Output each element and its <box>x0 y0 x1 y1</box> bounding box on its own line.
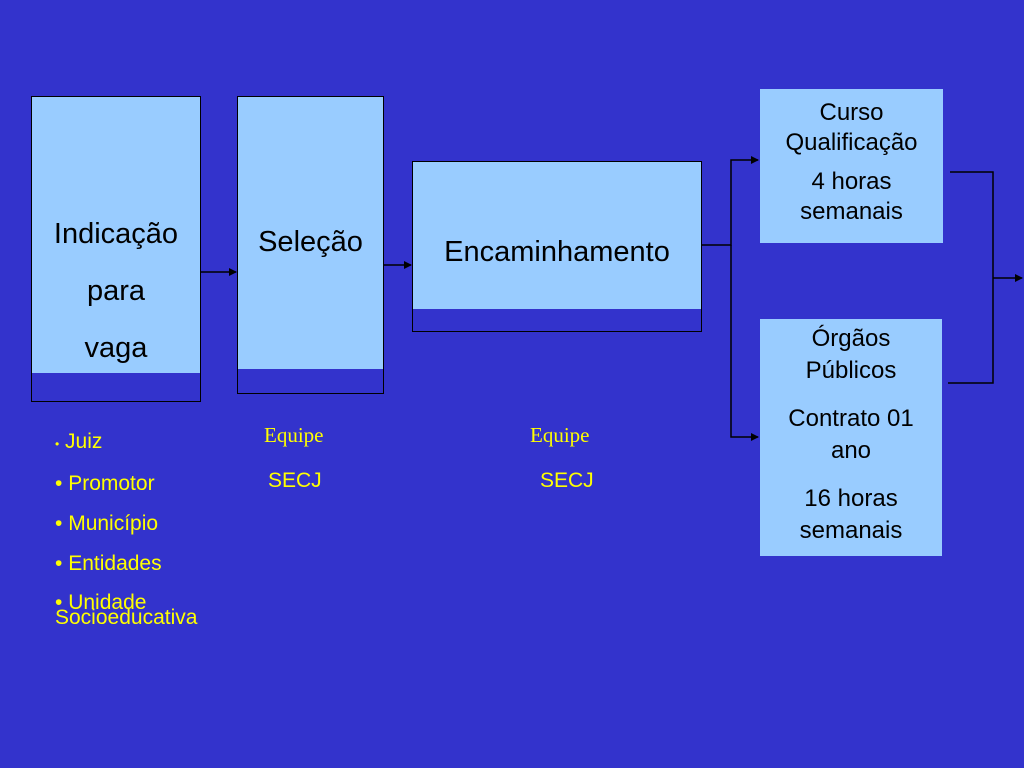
orgaos-line3: Contrato 01 <box>788 405 914 432</box>
list-item-continuation: Socioeducativa <box>55 606 198 629</box>
curso-box: Curso Qualificação 4 horas semanais <box>760 89 943 243</box>
curso-line1: Curso <box>819 99 884 126</box>
selecao-frame <box>237 96 384 394</box>
indicacao-box: Indicação para vaga <box>32 97 200 373</box>
encaminhamento-team-line1: Equipe <box>530 423 590 447</box>
branch-line <box>701 156 759 246</box>
selecao-team-line1: Equipe <box>264 423 324 447</box>
orgaos-line5: 16 horas <box>804 485 898 512</box>
list-item: • Juiz <box>55 430 103 453</box>
orgaos-line2: Públicos <box>805 357 897 384</box>
selecao-box: Seleção <box>238 97 383 369</box>
list-item: • Entidades <box>55 552 162 575</box>
branch-line-lower <box>730 245 759 441</box>
curso-line4: semanais <box>800 198 903 225</box>
selecao-team-line2: SECJ <box>268 469 322 492</box>
curso-line3: 4 horas <box>811 168 892 195</box>
encaminhamento-label: Encaminhamento <box>444 236 670 268</box>
indicacao-list: • Juiz • Promotor • Município • Entidade… <box>55 422 162 616</box>
merge-line <box>948 171 994 384</box>
indicacao-frame <box>31 96 201 402</box>
indicacao-line3: vaga <box>84 332 148 364</box>
orgaos-line4: ano <box>830 437 872 464</box>
orgaos-line6: semanais <box>799 517 903 544</box>
list-item: • Município <box>55 512 159 535</box>
curso-line2: Qualificação <box>785 129 918 156</box>
list-item: • Promotor <box>55 472 155 495</box>
indicacao-line1: Indicação <box>53 218 179 250</box>
encaminhamento-frame <box>412 161 702 332</box>
encaminhamento-box: Encaminhamento <box>413 162 701 309</box>
indicacao-line2: para <box>86 275 146 307</box>
selecao-label: Seleção <box>258 226 363 258</box>
orgaos-line1: Órgãos <box>811 325 891 352</box>
orgaos-box: Órgãos Públicos Contrato 01 ano 16 horas… <box>760 319 942 556</box>
list-item: • Unidade <box>55 591 147 614</box>
encaminhamento-team-line2: SECJ <box>540 469 594 492</box>
